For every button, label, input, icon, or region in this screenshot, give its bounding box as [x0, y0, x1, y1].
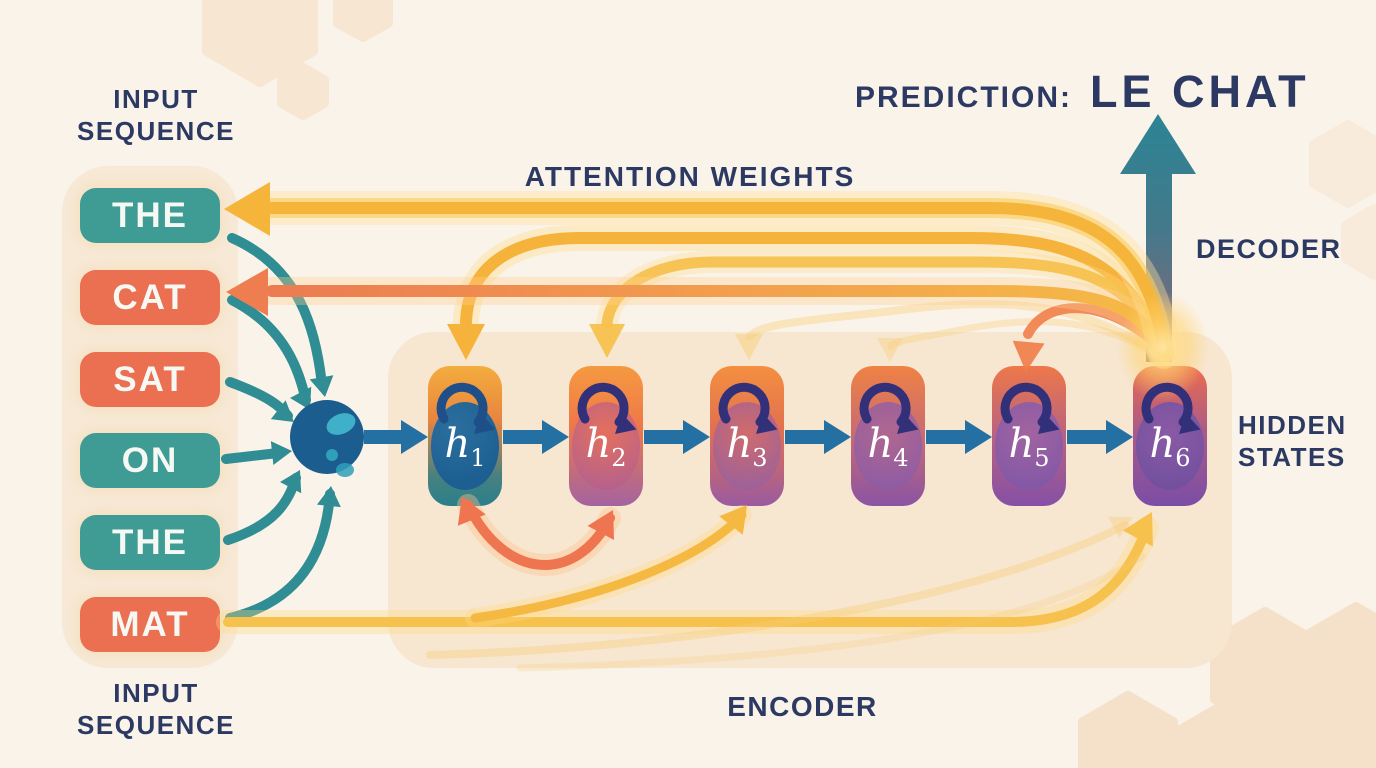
hidden-state-h3: h3	[710, 366, 784, 506]
hidden-states-label: HIDDEN STATES	[1238, 410, 1347, 472]
input-token-label: THE	[112, 522, 188, 562]
hidden-state-label: h5	[1008, 420, 1050, 472]
hidden-state-label: h6	[1149, 420, 1191, 472]
input-token-the-1: THE	[80, 188, 220, 243]
hidden-state-h5: h5	[992, 366, 1066, 506]
input-token-label: CAT	[112, 277, 188, 317]
decoder-label: DECODER	[1196, 234, 1342, 264]
hidden-state-label: h2	[585, 420, 627, 472]
attention-weights-label: ATTENTION WEIGHTS	[524, 161, 856, 192]
hidden-state-h2: h2	[569, 366, 643, 506]
input-token-label: MAT	[110, 604, 190, 644]
hidden-state-circle: h6	[1136, 402, 1204, 490]
input-token-label: SAT	[113, 359, 187, 399]
hidden-state-circle: h1	[431, 402, 499, 490]
encoder-label: ENCODER	[727, 691, 878, 722]
input-token-label: THE	[112, 195, 188, 235]
input-sequence-label-bottom: INPUT SEQUENCE	[77, 678, 235, 740]
hidden-state-circle: h4	[854, 402, 922, 490]
hidden-state-circle: h2	[572, 402, 640, 490]
input-sequence-panel	[62, 166, 238, 668]
prediction-value: LE CHAT	[1090, 66, 1310, 117]
hidden-state-label: h4	[867, 420, 909, 472]
hidden-state-circle: h3	[713, 402, 781, 490]
hidden-state-circle: h5	[995, 402, 1063, 490]
hidden-state-label: h1	[444, 420, 486, 472]
input-token-mat-6: MAT	[80, 597, 220, 652]
input-token-on-4: ON	[80, 433, 220, 488]
input-token-the-5: THE	[80, 515, 220, 570]
input-token-label: ON	[121, 440, 179, 480]
input-token-sat-3: SAT	[80, 352, 220, 407]
hidden-state-h6: h6	[1133, 366, 1207, 506]
input-sequence-label-top: INPUT SEQUENCE	[77, 84, 235, 146]
hidden-state-h1: h1	[428, 366, 502, 506]
prediction-label: PREDICTION:	[855, 81, 1072, 114]
hidden-state-label: h3	[726, 420, 768, 472]
input-token-cat-2: CAT	[80, 270, 220, 325]
prediction-title: PREDICTION: LE CHAT	[855, 66, 1310, 118]
hidden-state-h4: h4	[851, 366, 925, 506]
